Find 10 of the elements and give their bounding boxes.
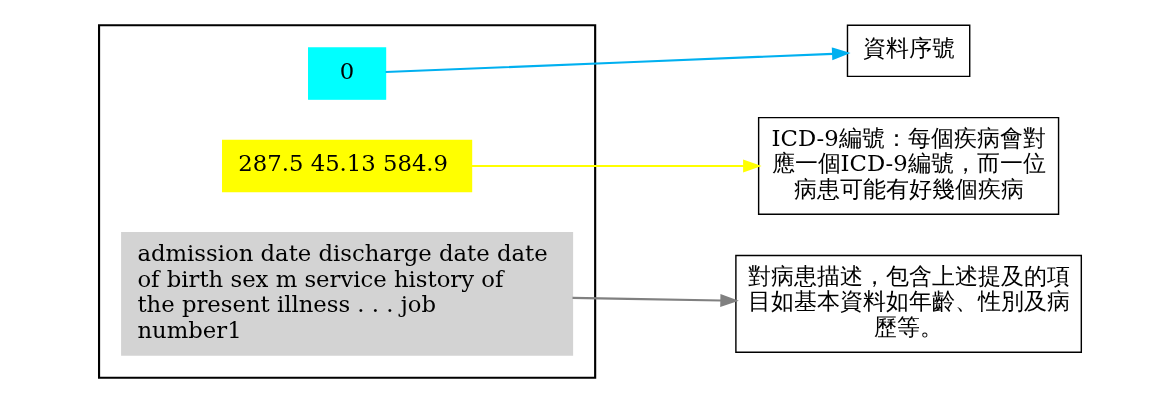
- node-box: 資料序號: [846, 24, 970, 78]
- node-box: 0: [307, 47, 386, 100]
- node-box: 對病患描述，包含上述提及的項目如基本資料如年齡、性別及病歷等。: [734, 254, 1082, 353]
- arrow: [385, 47, 851, 74]
- cluster: [97, 24, 596, 379]
- arrow: [471, 159, 762, 173]
- node-box: admission date discharge date date of birth sex m service history of the present illness . . . job number1: [120, 232, 573, 356]
- arrow: [572, 294, 739, 307]
- node-box: 287.5 45.13 584.9: [221, 139, 472, 193]
- node-box: ICD-9編號：每個疾病會對應一個ICD-9編號，而一位病患可能有好幾個疾病: [757, 116, 1059, 215]
